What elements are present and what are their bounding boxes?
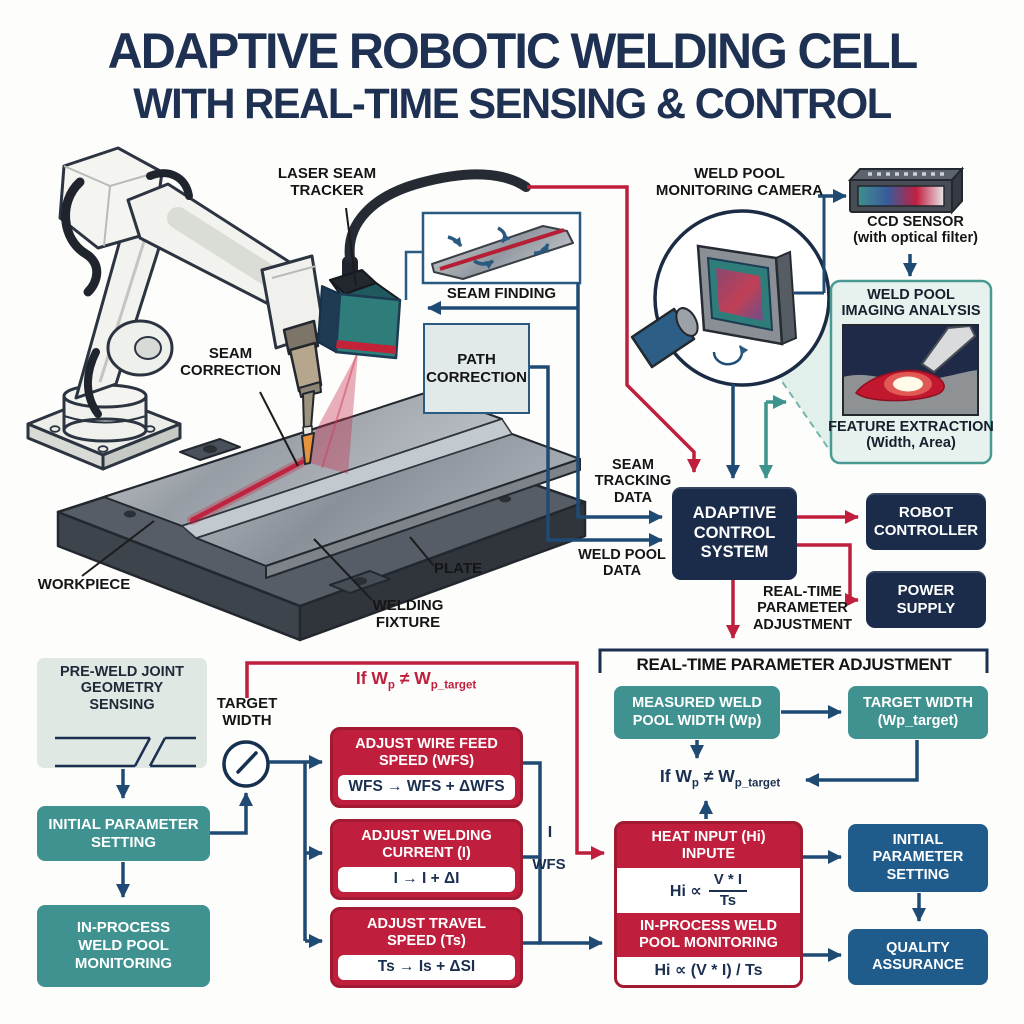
feature-extraction-label: FEATURE EXTRACTION (Width, Area) [828,419,994,452]
in-process-title: IN-PROCESS WELD POOL MONITORING [639,918,778,952]
heat-formula-denominator: Ts [719,891,737,909]
if-condition-left: If Wp ≠ Wp_target [336,668,496,692]
seam-finding-inset [421,211,582,285]
laser-seam-tracker-illustration [317,256,402,360]
adjust-current-box: ADJUST WELDING CURRENT (I) I → I + ΔI [330,819,523,901]
tracker-cable [344,169,531,263]
robot-arm-illustration [26,146,326,471]
if-right-p2: p [691,777,699,790]
if-right-p1: If W [659,766,692,786]
robot-controller-box: ROBOT CONTROLLER [866,493,986,550]
adjust-travel-formula: Ts → Is + ΔSI [338,955,515,981]
adjust-travel-box: ADJUST TRAVEL SPEED (Ts) Ts → Is + ΔSI [330,907,523,989]
initial-parameter-setting-right-box: INITIAL PARAMETER SETTING [848,824,988,892]
weld-pool-camera-inset [630,209,834,459]
initial-parameter-setting-box: INITIAL PARAMETER SETTING [37,806,210,861]
measured-width-box: MEASURED WELD POOL WIDTH (Wp) [614,686,780,739]
in-process-formula: Hi ∝ (V * I) / Ts [617,957,800,986]
workpiece-label: WORKPIECE [37,576,131,593]
if-left-p2: p [387,679,395,692]
welding-torch-illustration [282,319,323,465]
imaging-analysis-box-art [829,279,993,465]
ccd-sensor-illustration [847,166,965,215]
adjust-wfs-box: ADJUST WIRE FEED SPEED (WFS) WFS → WFS +… [330,727,523,809]
adaptive-control-system-box: ADAPTIVE CONTROL SYSTEM [672,487,797,580]
pre-weld-sensing-label: PRE-WELD JOINT GEOMETRY SENSING [59,664,185,713]
flow-connectors [116,185,989,962]
heat-formula-prefix: Hi ∝ [669,882,702,900]
in-process-monitoring-box: IN-PROCESS WELD POOL MONITORING [37,905,210,987]
pre-weld-panel-art [37,658,207,768]
adjust-wfs-title: ADJUST WIRE FEED SPEED (WFS) [355,736,498,770]
heat-formula-numerator: V * I [708,872,748,892]
page-title-line2: WITH REAL-TIME SENSING & CONTROL [133,80,892,128]
imaging-analysis-title: WELD POOL IMAGING ANALYSIS [841,287,981,320]
target-width-gauge [222,740,270,788]
laser-seam-tracker-label: LASER SEAM TRACKER [277,165,377,199]
seam-tracking-data-label: SEAM TRACKING DATA [594,457,672,506]
welding-fixture-label: WELDING FIXTURE [372,597,444,631]
realtime-param-flow-label: REAL-TIME PARAMETER ADJUSTMENT [752,584,853,633]
quality-assurance-box: QUALITY ASSURANCE [848,929,988,985]
adjust-wfs-formula: WFS → WFS + ΔWFS [338,775,515,801]
weld-pool-data-label: WELD POOL DATA [578,547,666,580]
target-width-label: TARGET WIDTH [216,695,278,729]
workpiece-illustration [56,391,587,642]
adjust-current-title: ADJUST WELDING CURRENT (I) [361,828,492,862]
leader-lines [81,207,435,601]
laser-fan [300,352,358,474]
ccd-sensor-label: CCD SENSOR (with optical filter) [853,214,978,247]
adjust-travel-title: ADJUST TRAVEL SPEED (Ts) [367,916,486,950]
if-left-p1: If W [355,668,388,688]
line-label-wfs: WFS [532,856,566,873]
power-supply-box: POWER SUPPLY [866,571,986,628]
plate-label: PLATE [433,560,483,577]
if-left-p4: p_target [430,679,477,692]
line-label-i: I [547,824,553,841]
adjustment-panel-header: REAL-TIME PARAMETER ADJUSTMENT [636,655,952,674]
seam-finding-label: SEAM FINDING [446,285,557,302]
if-left-p3: ≠ W [394,668,431,688]
if-right-p4: p_target [734,777,781,790]
path-correction-box: PATH CORRECTION [423,323,530,414]
weld-pool-camera-label: WELD POOL MONITORING CAMERA [655,165,824,199]
if-right-p3: ≠ W [698,766,735,786]
heat-input-title: HEAT INPUT (Hi) INPUTE [651,829,766,863]
if-condition-right: If Wp ≠ Wp_target [640,766,800,790]
target-width-box: TARGET WIDTH (Wp_target) [848,686,988,739]
seam-correction-label: SEAM CORRECTION [180,345,281,379]
page-title-line1: ADAPTIVE ROBOTIC WELDING CELL [107,23,919,79]
adjust-current-formula: I → I + ΔI [338,867,515,893]
